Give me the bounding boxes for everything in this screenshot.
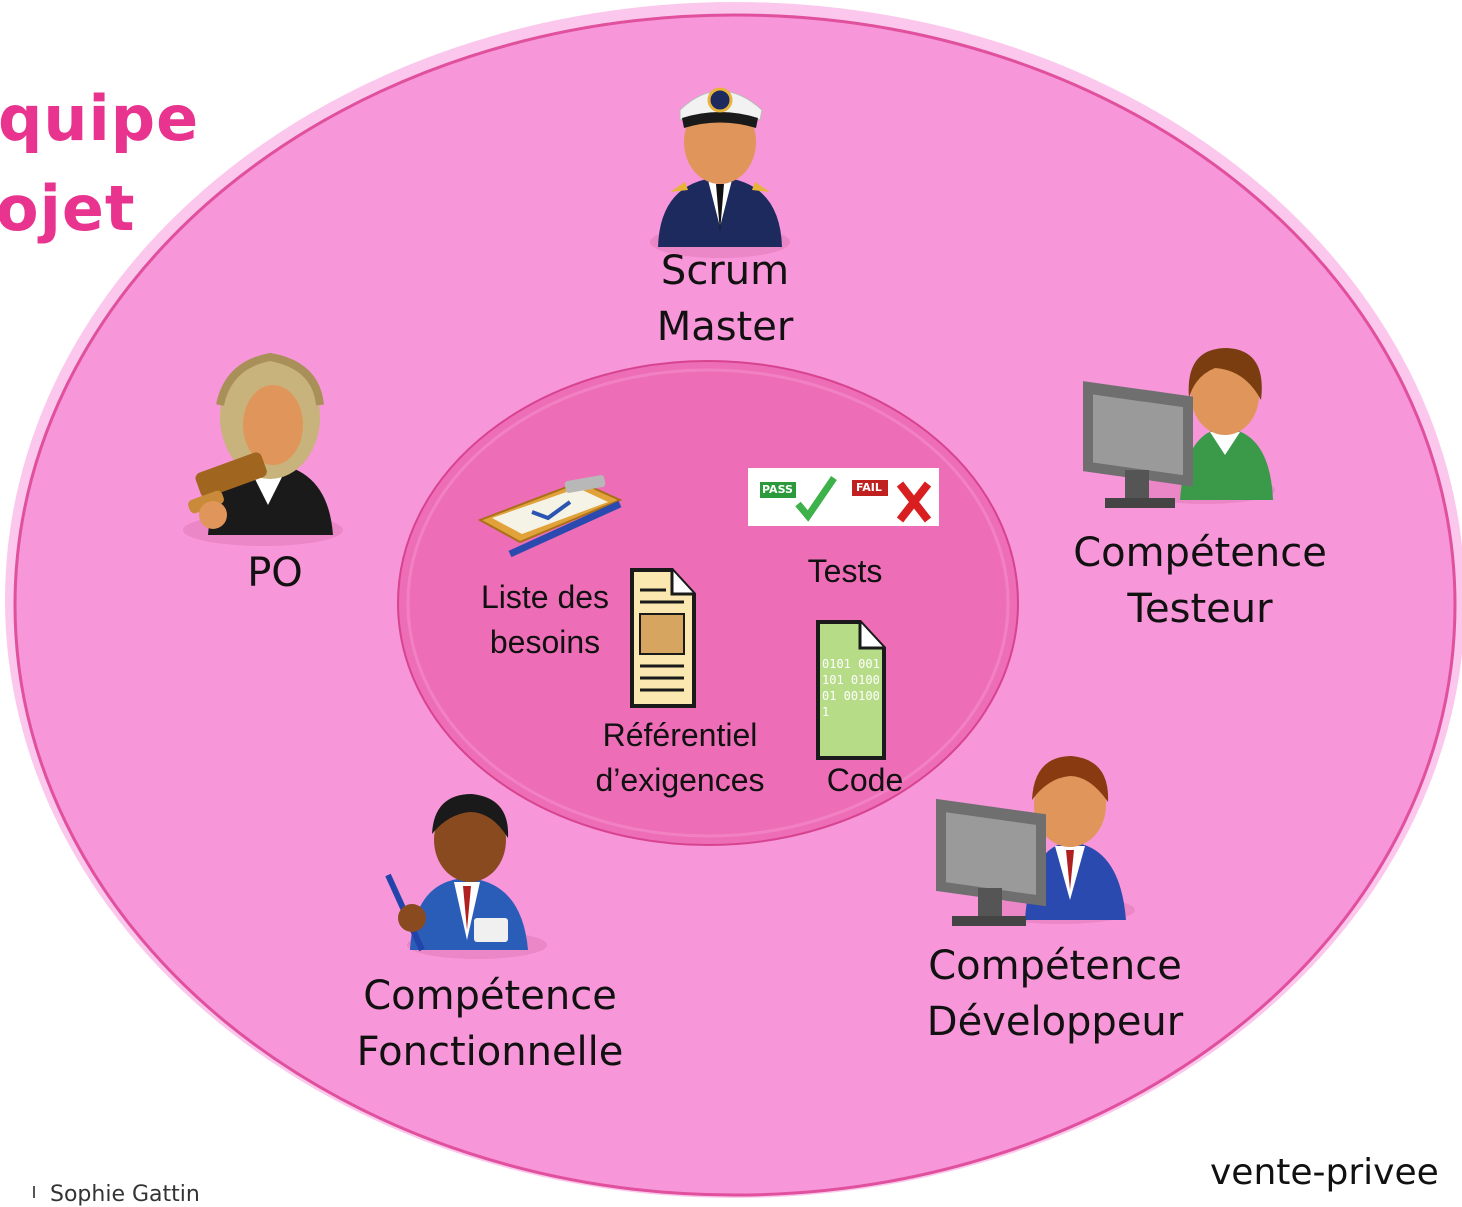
artifact-besoins: Liste des besoins xyxy=(455,575,635,665)
developpeur-line2: Développeur xyxy=(926,999,1184,1045)
document-icon xyxy=(630,568,696,708)
po-label: PO xyxy=(247,550,303,596)
developpeur-avatar xyxy=(936,756,1135,926)
scrum-master-line1: Scrum xyxy=(660,248,790,294)
testeur-line1: Compétence xyxy=(1073,530,1327,576)
footer-divider xyxy=(33,1186,35,1198)
referentiel-line2: d’exigences xyxy=(595,762,765,798)
pass-label: PASS xyxy=(762,483,793,496)
artifact-referentiel: Référentiel d’exigences xyxy=(570,713,790,803)
slide-title-line2: ojet xyxy=(0,172,136,245)
brand-logo: vente-privee xyxy=(1210,1152,1439,1193)
footer-author: Sophie Gattin xyxy=(50,1182,200,1207)
scrum-master-avatar xyxy=(650,87,790,258)
role-po: PO xyxy=(200,545,350,601)
fonctionnelle-line1: Compétence xyxy=(363,973,617,1019)
tests-pass-fail-icon: PASS FAIL xyxy=(748,468,939,526)
besoins-line2: besoins xyxy=(489,624,601,660)
referentiel-line1: Référentiel xyxy=(602,717,758,753)
scrum-master-line2: Master xyxy=(656,304,794,350)
clipboard-icon xyxy=(477,475,623,558)
code-file-icon: 0101 001101 010001 001001 xyxy=(814,620,886,760)
fonctionnelle-line2: Fonctionnelle xyxy=(356,1029,624,1075)
po-avatar xyxy=(183,352,343,546)
role-testeur: Compétence Testeur xyxy=(1050,525,1350,637)
role-fonctionnelle: Compétence Fonctionnelle xyxy=(320,968,660,1080)
fonctionnelle-avatar xyxy=(385,794,547,959)
besoins-line1: Liste des xyxy=(480,579,610,615)
artifact-tests: Tests xyxy=(807,553,883,589)
fail-label: FAIL xyxy=(856,481,882,494)
testeur-line2: Testeur xyxy=(1127,586,1273,632)
testeur-avatar xyxy=(1083,348,1275,508)
code-digits: 0101 001101 010001 001001 xyxy=(822,657,880,719)
role-developpeur: Compétence Développeur xyxy=(900,938,1210,1050)
artifact-code: Code xyxy=(826,762,904,798)
role-scrum-master: Scrum Master xyxy=(600,243,850,355)
developpeur-line1: Compétence xyxy=(928,943,1182,989)
slide-title-line1: quipe xyxy=(0,82,200,155)
